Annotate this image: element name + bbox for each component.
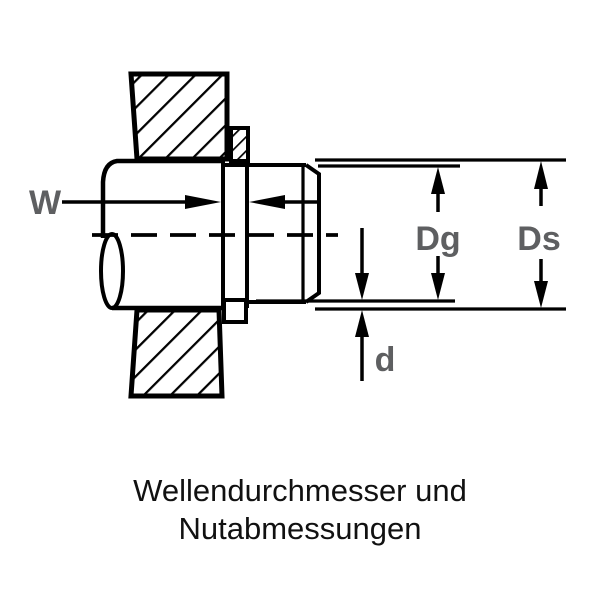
- housing-block-top: [128, 71, 230, 162]
- dimension-groove-width: W: [29, 184, 321, 222]
- caption: Wellendurchmesser und Nutabmessungen: [133, 473, 467, 546]
- retaining-ring-section-bottom: [222, 298, 248, 324]
- caption-line-2: Nutabmessungen: [179, 511, 422, 546]
- extension-lines: [256, 158, 566, 311]
- dg-arrowhead-down: [431, 273, 445, 300]
- shaft-end-face-ellipse: [99, 232, 125, 310]
- dimension-groove-depth: d: [355, 228, 395, 381]
- housing-block-bottom: [128, 307, 225, 399]
- label-ds: Ds: [517, 220, 560, 258]
- w-arrowhead-right: [185, 195, 221, 209]
- label-dg: Dg: [415, 220, 460, 258]
- d-arrowhead-down: [355, 273, 369, 300]
- label-w: W: [29, 184, 62, 222]
- dg-arrowhead-up: [431, 167, 445, 194]
- retaining-ring-section-top: [229, 126, 250, 163]
- label-d: d: [375, 341, 396, 379]
- d-arrowhead-up: [355, 310, 369, 337]
- shaft: [99, 158, 321, 311]
- shaft-tip-outline: [304, 163, 321, 304]
- shaft-top-edge: [100, 158, 223, 238]
- dimension-shaft-diameter: Ds: [517, 161, 561, 308]
- ds-arrowhead-up: [534, 161, 548, 189]
- caption-line-1: Wellendurchmesser und: [133, 473, 467, 508]
- w-arrowhead-left: [249, 195, 285, 209]
- ds-arrowhead-down: [534, 281, 548, 308]
- dimension-groove-diameter: Dg: [415, 167, 461, 300]
